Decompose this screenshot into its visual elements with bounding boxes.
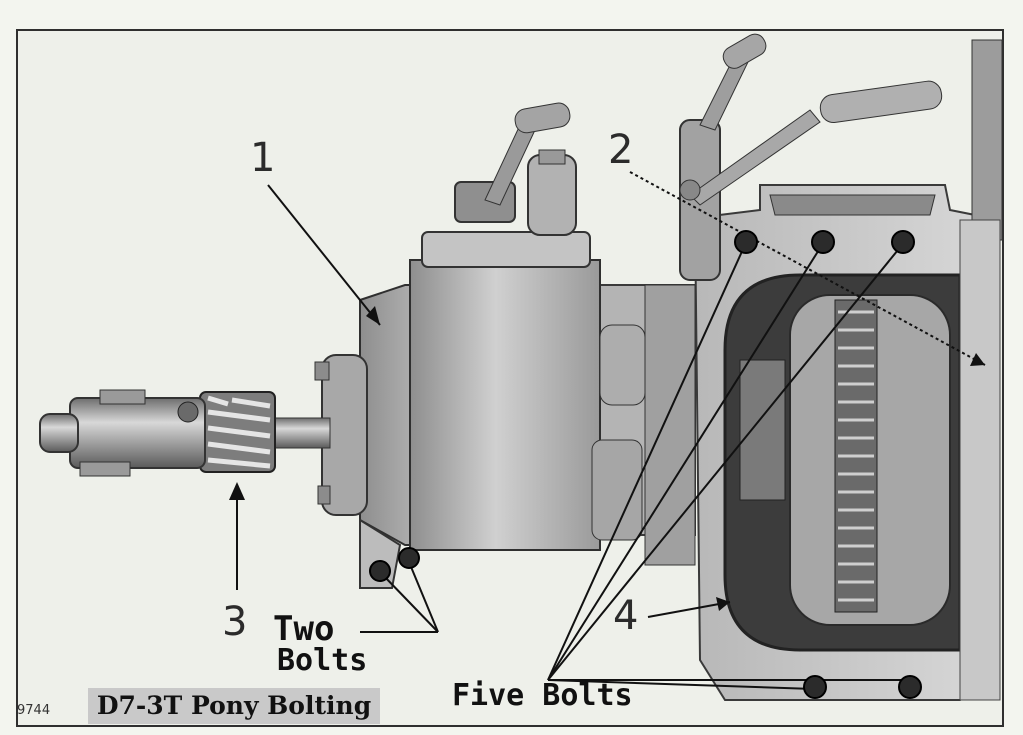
figure-number: 9744 <box>17 703 51 718</box>
caption-title: D7-3T Pony Bolting <box>88 688 380 724</box>
bolt-marker <box>803 675 827 699</box>
five-bolts-label: Five Bolts <box>452 678 633 713</box>
callout-2: 2 <box>608 127 634 173</box>
bolt-marker <box>369 560 391 582</box>
bolt-marker <box>891 230 915 254</box>
bolt-markers <box>369 230 922 699</box>
leader-lines <box>229 171 986 618</box>
callout-3: 3 <box>222 599 248 645</box>
right-pipe <box>971 39 1003 241</box>
drive-pinion <box>39 389 331 477</box>
bolt-marker <box>811 230 835 254</box>
ring-gear-teeth <box>838 310 874 602</box>
leader-4 <box>647 601 731 618</box>
bolt-marker <box>734 230 758 254</box>
top-levers <box>454 33 943 281</box>
bolt-marker <box>398 547 420 569</box>
leader-1 <box>267 184 381 326</box>
two-bolts-pointers <box>360 561 439 633</box>
two-bolts-label-line1: Two <box>273 609 335 649</box>
leader-2 <box>629 171 986 366</box>
pony-engine-body <box>359 231 696 589</box>
bolt-marker <box>898 675 922 699</box>
callout-1: 1 <box>250 135 276 181</box>
two-bolts-label-line2: Bolts <box>277 643 368 678</box>
five-bolts-pointers <box>547 244 906 690</box>
callout-4: 4 <box>613 593 639 639</box>
front-flange <box>314 354 368 516</box>
flywheel-housing <box>693 184 976 701</box>
right-frame <box>959 219 1001 701</box>
